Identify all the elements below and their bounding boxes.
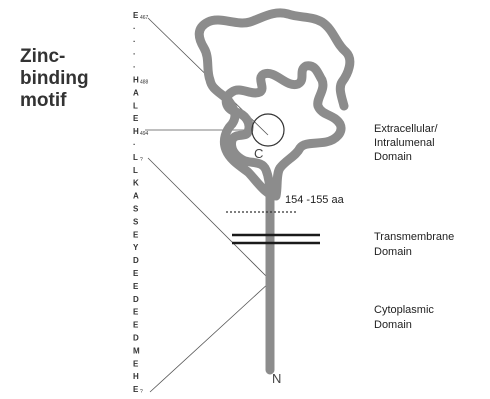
sequence-residue-number: 467 [140,15,149,21]
sequence-residue: L [133,101,138,110]
c-terminal-label: C [254,146,263,161]
sequence-residue: D [133,334,139,343]
sequence-residue: · [133,24,136,33]
sequence-residue: · [133,37,136,46]
sequence-residue: E [133,359,139,368]
cytoplasmic-domain-line-1: Cytoplasmic [374,304,434,316]
sequence-residue: E [133,114,139,123]
zinc-circle [252,114,284,146]
aa-range-label: 154 -155 aa [285,194,345,206]
sequence-residue: E [133,230,139,239]
sequence-residue: A [133,192,139,201]
transmembrane-domain-line-1: Transmembrane [374,231,454,243]
sequence-residue: E [133,308,139,317]
n-terminal-label: N [272,371,281,386]
sequence-residue: S [133,217,139,226]
sequence-residue: · [133,140,136,149]
sequence-residue: E [133,282,139,291]
sequence-residue: H [133,127,139,136]
transmembrane-domain-line-2: Domain [374,246,412,258]
chain-path [199,13,350,370]
sequence-residue-number: ? [140,157,143,163]
motif-label-line-3: motif [20,90,67,111]
sequence-residue: S [133,205,139,214]
sequence-residue: K [133,179,139,188]
sequence-residue-number: ? [140,389,143,395]
sequence-residue: D [133,256,139,265]
cytoplasmic-domain-line-2: Domain [374,319,412,331]
sequence-residue: D [133,295,139,304]
sequence-residue: · [133,50,136,59]
sequence-residue: L [133,153,138,162]
sequence-residue: E [133,269,139,278]
sequence-residue-number: 494 [140,131,149,137]
extracellular-domain-line-2: Intralumenal [374,137,435,149]
extracellular-domain-line-1: Extracellular/ [374,123,439,135]
sequence-residue: H [133,76,139,85]
sequence-residue: Y [133,243,139,252]
motif-label-line-1: Zinc- [20,46,65,67]
protein-chain [199,13,350,370]
sequence-residue: · [133,63,136,72]
sequence-residue: A [133,88,139,97]
sequence-residue: E [133,11,139,20]
extracellular-domain-line-3: Domain [374,151,412,163]
sequence-residue: L [133,166,138,175]
sequence-residue: E [133,385,139,394]
sequence-residue: E [133,321,139,330]
motif-label-line-2: binding [20,68,89,89]
sequence-residue: M [133,346,140,355]
sequence-residue: H [133,372,139,381]
sequence-residue-number: 488 [140,80,149,86]
connector-line-e-end [150,282,270,392]
